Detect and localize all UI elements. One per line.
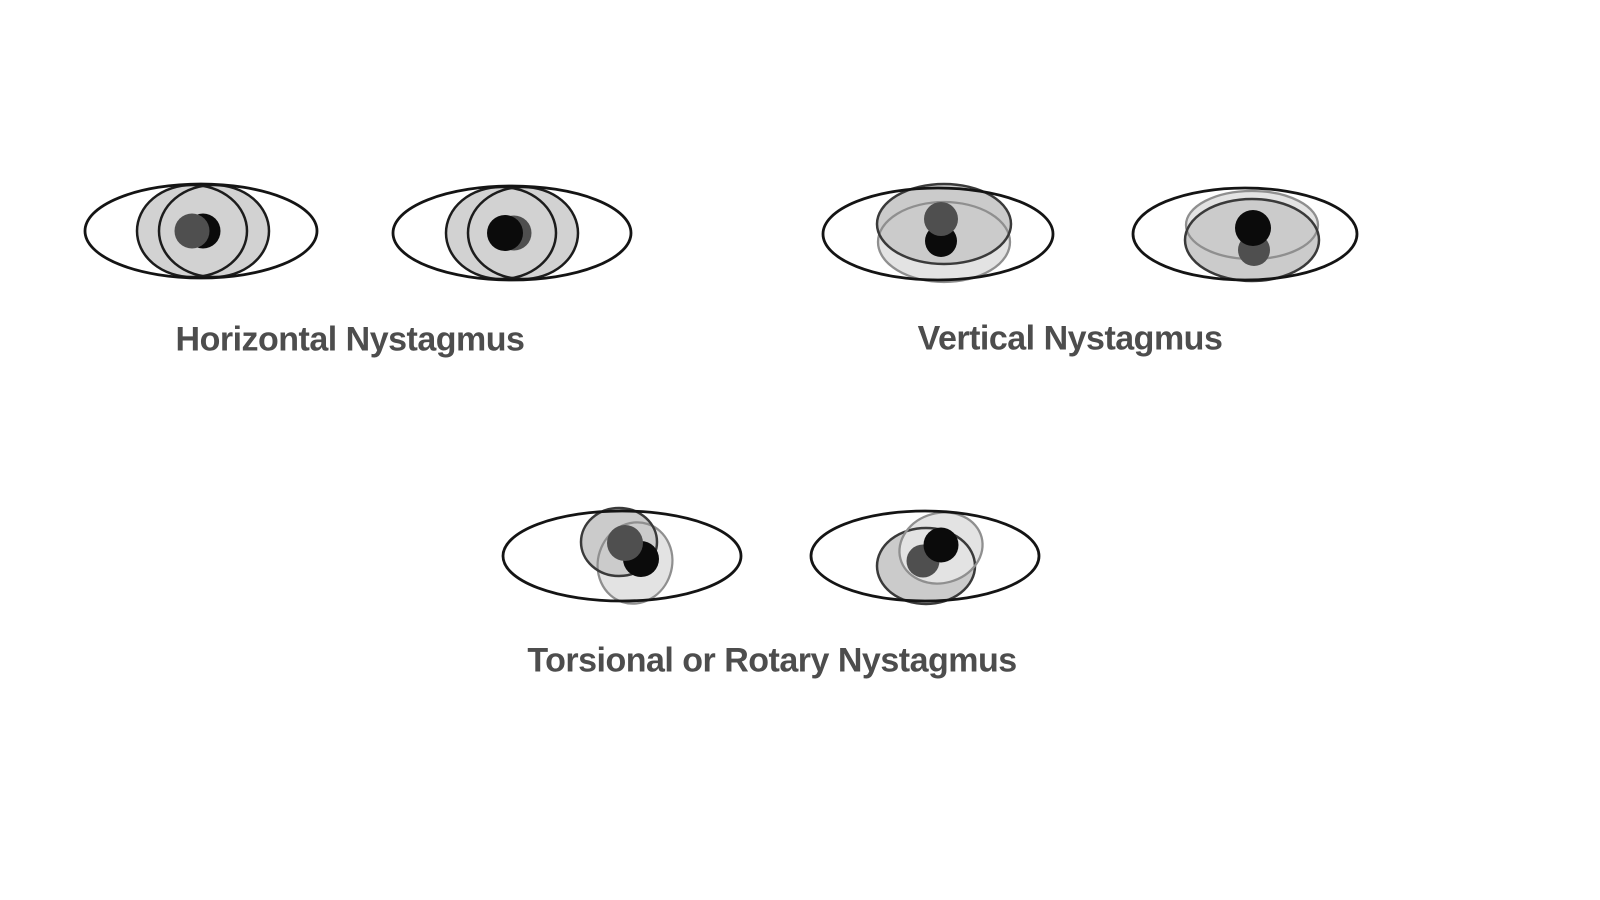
caption-torsional-rotary-nystagmus: Torsional or Rotary Nystagmus [527, 641, 1017, 680]
torsional-nystagmus-left-eye [501, 506, 743, 605]
horizontal-nystagmus-left-eye [83, 182, 319, 280]
torsional-nystagmus-right-eye [809, 509, 1041, 606]
caption-horizontal-nystagmus: Horizontal Nystagmus [175, 320, 525, 359]
horizontal-nystagmus-right-eye [391, 184, 633, 282]
vertical-nystagmus-left-eye [821, 182, 1055, 284]
caption-vertical-nystagmus: Vertical Nystagmus [917, 319, 1223, 358]
vertical-nystagmus-right-eye [1131, 186, 1359, 283]
